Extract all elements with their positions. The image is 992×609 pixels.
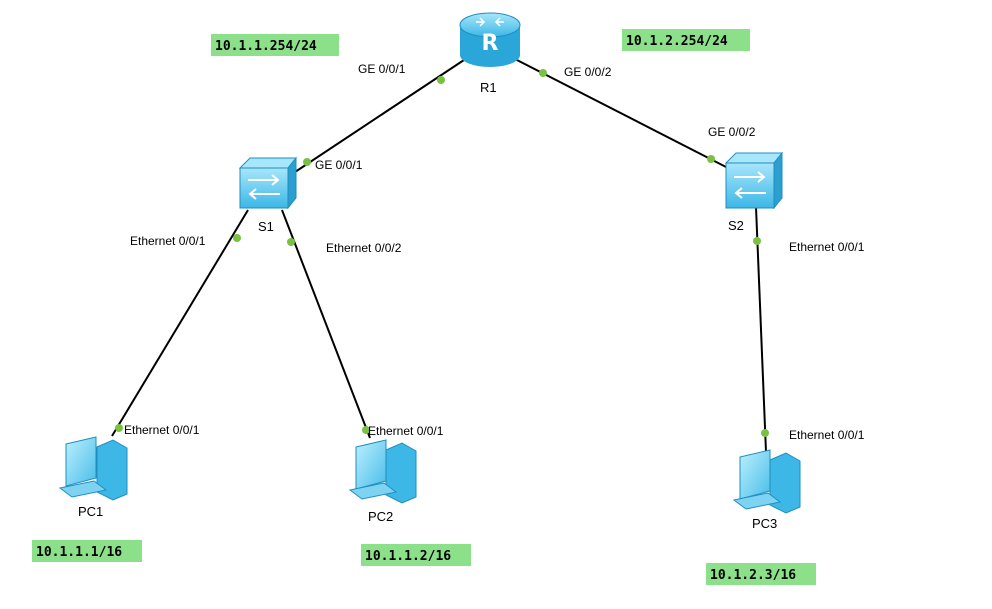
device-label-r1: R1: [480, 80, 497, 95]
port-label-s2-eth001: Ethernet 0/0/1: [789, 240, 865, 254]
ip-label-pc3: 10.1.2.3/16: [706, 563, 816, 585]
link-s1-pc2: [281, 209, 371, 439]
ip-label-r1-ge002: 10.1.2.254/24: [622, 29, 750, 51]
device-label-s2: S2: [728, 218, 744, 233]
link-s1-pc1: [111, 209, 249, 437]
ip-text-pc1: 10.1.1.1/16: [36, 545, 122, 560]
port-dot-s1-ge001: [303, 158, 311, 166]
port-label-pc1-eth001: Ethernet 0/0/1: [124, 423, 200, 437]
switch-icon: [724, 151, 784, 210]
pc-pc2[interactable]: PC2: [348, 439, 417, 524]
device-label-pc2: PC2: [368, 509, 393, 524]
pc-icon: [348, 439, 417, 504]
link-r1-s2: [512, 57, 729, 169]
router-r1[interactable]: R R1: [459, 12, 521, 95]
port-label-s2-ge002: GE 0/0/2: [708, 125, 756, 139]
port-label-r1-ge002: GE 0/0/2: [564, 65, 612, 79]
ip-text-pc2: 10.1.1.2/16: [365, 549, 451, 564]
port-dot-s2-ge002: [707, 155, 715, 163]
ip-text-r1-ge001: 10.1.1.254/24: [215, 39, 317, 54]
port-label-pc2-eth001: Ethernet 0/0/1: [368, 424, 444, 438]
port-dot-r1-ge001: [437, 76, 445, 84]
switch-s2[interactable]: S2: [724, 151, 784, 233]
ip-text-r1-ge002: 10.1.2.254/24: [626, 34, 728, 49]
port-dot-s1-eth001: [233, 234, 241, 242]
port-label-s1-eth002: Ethernet 0/0/2: [326, 241, 402, 255]
device-label-pc1: PC1: [78, 504, 103, 519]
link-s2-pc3: [755, 206, 767, 453]
pc-pc1[interactable]: PC1: [58, 436, 128, 519]
port-dot-s1-eth002: [287, 238, 295, 246]
switch-s1[interactable]: S1: [238, 156, 298, 234]
svg-text:R: R: [482, 31, 499, 56]
port-label-s1-eth001: Ethernet 0/0/1: [130, 234, 206, 248]
pc-icon: [732, 449, 801, 514]
port-dot-pc2-eth001: [362, 426, 370, 434]
pc-pc3[interactable]: PC3: [732, 449, 801, 531]
ip-label-pc2: 10.1.1.2/16: [361, 544, 471, 566]
port-dot-s2-eth001: [753, 237, 761, 245]
ip-text-pc3: 10.1.2.3/16: [710, 568, 796, 583]
port-label-pc3-eth001: Ethernet 0/0/1: [789, 428, 865, 442]
router-icon: R: [459, 12, 521, 67]
port-dot-r1-ge002: [539, 69, 547, 77]
device-label-pc3: PC3: [752, 516, 777, 531]
link-r1-s1: [288, 57, 468, 177]
port-dot-pc1-eth001: [115, 424, 123, 432]
ip-label-r1-ge001: 10.1.1.254/24: [211, 34, 339, 56]
port-label-r1-ge001: GE 0/0/1: [358, 62, 406, 76]
switch-icon: [238, 156, 298, 210]
ip-label-pc1: 10.1.1.1/16: [32, 540, 142, 562]
port-dot-pc3-eth001: [761, 429, 769, 437]
port-label-s1-ge001: GE 0/0/1: [315, 158, 363, 172]
pc-icon: [58, 436, 128, 501]
device-label-s1: S1: [258, 219, 274, 234]
